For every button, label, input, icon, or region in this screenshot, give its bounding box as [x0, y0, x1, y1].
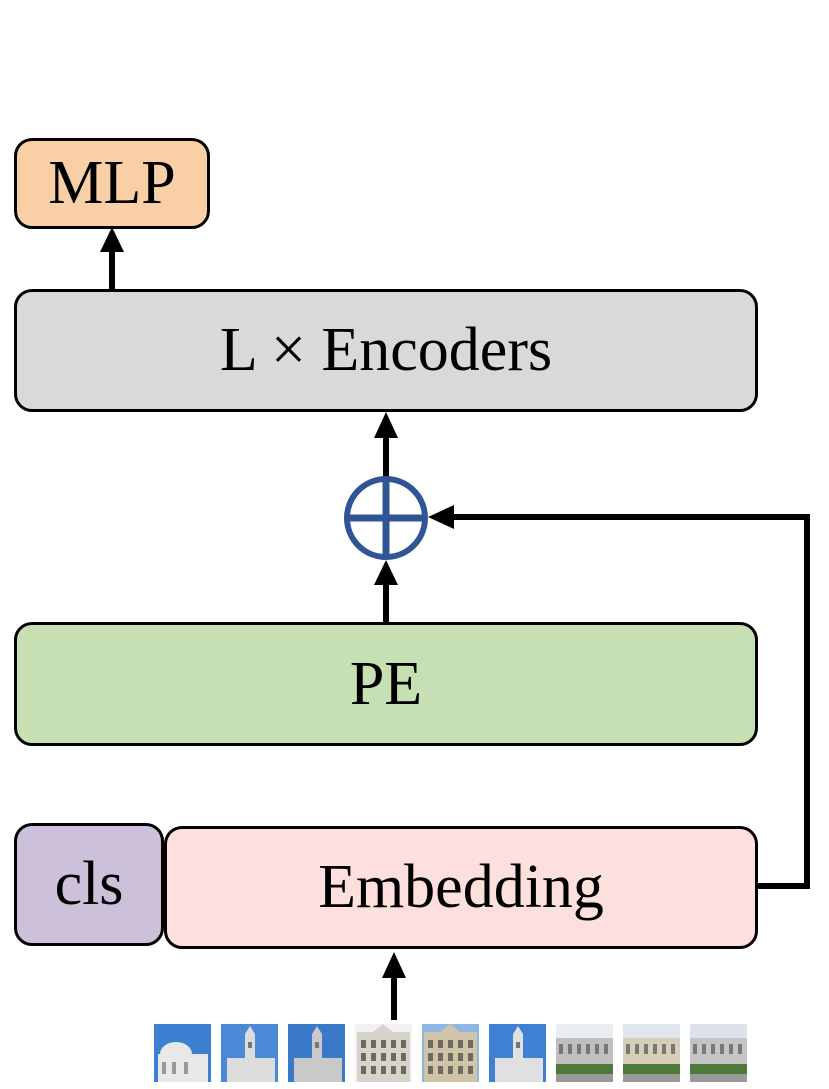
- arrowhead-adder-right: [428, 505, 454, 529]
- building-photo-icon: [288, 1024, 345, 1082]
- arrowhead-adder-bottom: [374, 560, 398, 585]
- building-photo-icon: [422, 1024, 479, 1082]
- pe-label: PE: [349, 649, 423, 718]
- cls-token-block: cls: [14, 823, 164, 946]
- encoders-label: L × Encoders: [219, 316, 553, 384]
- arrowhead-encoders: [374, 412, 398, 438]
- mlp-block: MLP: [14, 138, 210, 229]
- cls-label: cls: [54, 850, 124, 918]
- building-photo-icon: [690, 1024, 747, 1082]
- arrowhead-embedding: [382, 952, 406, 978]
- embedding-block: Embedding: [164, 826, 758, 949]
- building-photo-icon: [355, 1024, 412, 1082]
- encoders-block: L × Encoders: [14, 289, 758, 412]
- add-operator-icon: [344, 476, 428, 560]
- building-photo-icon: [221, 1024, 278, 1082]
- building-photo-icon: [154, 1024, 211, 1082]
- input-image-sequence: [154, 1024, 754, 1082]
- building-photo-icon: [556, 1024, 613, 1082]
- mlp-label: MLP: [48, 149, 176, 217]
- building-photo-icon: [623, 1024, 680, 1082]
- arrowhead-mlp: [100, 227, 124, 252]
- pe-block: PE: [14, 622, 758, 746]
- embedding-label: Embedding: [318, 853, 604, 921]
- skip-connection-line: [450, 514, 810, 889]
- building-photo-icon: [489, 1024, 546, 1082]
